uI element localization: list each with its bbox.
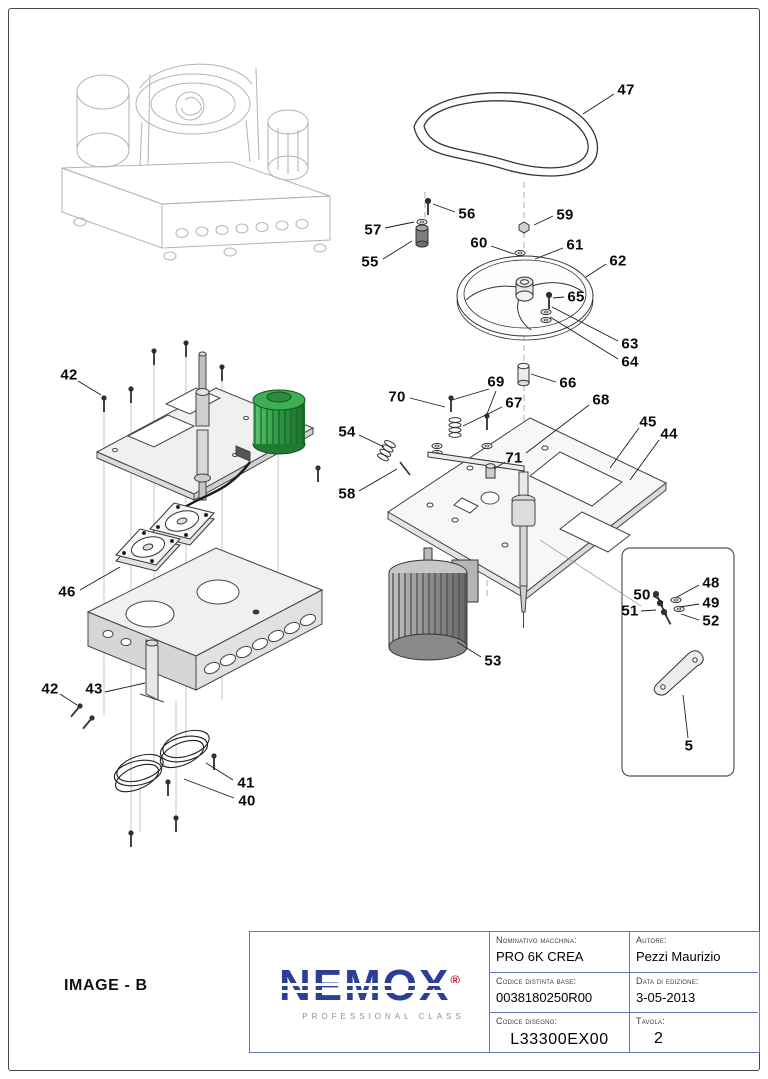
base-plate — [387, 417, 667, 601]
bracket-68 — [427, 451, 525, 472]
leader-lines — [59, 93, 700, 799]
plate-hardware — [376, 394, 525, 479]
gear-shaft — [194, 351, 211, 501]
bottom-tray — [86, 547, 324, 703]
blade-5 — [653, 650, 704, 696]
field-nominativo-value: PRO 6K CREA — [496, 949, 584, 965]
cooling-fans — [115, 502, 215, 572]
field-autore-label: Autore: — [636, 935, 667, 945]
field-codice-distinta-base: Codice distinta base: 0038180250R00 — [489, 972, 629, 1012]
drive-shaft — [511, 471, 536, 628]
brand-logo: NEMOX® PROFESSIONAL CLASS — [250, 932, 489, 1052]
brand-tagline: PROFESSIONAL CLASS — [302, 1012, 465, 1021]
exploded-diagram — [59, 63, 735, 848]
mixer-motor — [388, 547, 479, 661]
brand-name-text: NEMOX — [279, 961, 451, 1010]
field-nominativo-label: Nominativo macchina: — [496, 935, 577, 945]
drive-pulley — [456, 255, 594, 387]
spring-41 — [159, 729, 210, 769]
springs — [113, 729, 210, 793]
pulley-hardware — [415, 197, 533, 269]
field-codice-disegno: Codice disegno: L33300EX00 — [489, 1012, 629, 1052]
field-data-edizione-value: 3-05-2013 — [636, 990, 696, 1006]
gearmotor — [252, 389, 306, 455]
drive-belt — [413, 92, 599, 177]
field-data-edizione-label: Data di edizione: — [636, 976, 699, 986]
image-label: IMAGE - B — [64, 977, 148, 994]
field-codice-distinta-label: Codice distinta base: — [496, 976, 577, 986]
field-codice-disegno-label: Codice disegno: — [496, 1016, 558, 1026]
field-codice-disegno-value: L33300EX00 — [510, 1031, 609, 1049]
spring-40 — [113, 753, 164, 793]
machine-thumbnail — [61, 63, 331, 261]
field-autore: Autore: Pezzi Maurizio — [629, 932, 758, 972]
brand-wordmark: NEMOX® — [276, 961, 463, 1010]
field-data-di-edizione: Data di edizione: 3-05-2013 — [629, 972, 758, 1012]
field-codice-distinta-value: 0038180250R00 — [496, 990, 593, 1006]
registered-mark: ® — [450, 972, 460, 988]
field-autore-value: Pezzi Maurizio — [636, 949, 721, 965]
fan-rear — [149, 502, 215, 546]
title-block: NEMOX® PROFESSIONAL CLASS Nominativo mac… — [249, 931, 760, 1053]
bottom-screws — [68, 701, 218, 848]
fan-front — [115, 528, 181, 572]
detail-inset — [539, 539, 735, 777]
field-tavola: Tavola: 2 — [629, 1012, 758, 1052]
field-tavola-value: 2 — [654, 1030, 663, 1048]
field-tavola-label: Tavola: — [636, 1016, 665, 1026]
field-nominativo-macchina: Nominativo macchina: PRO 6K CREA — [489, 932, 629, 972]
